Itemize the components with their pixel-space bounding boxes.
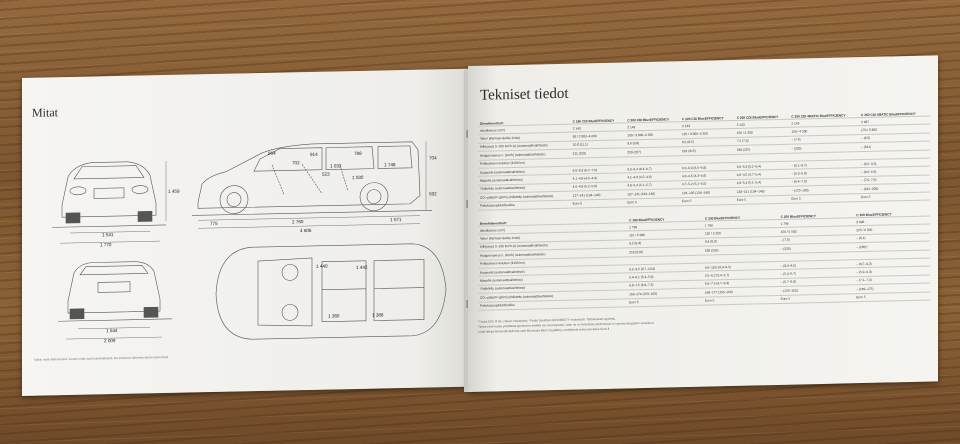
table-cell: Euro 5 [859,191,930,202]
right-page-notes: ¹Tiedot ECE R 85 -ohjeen mukaisesti. ²Ti… [478,310,928,335]
dim-704: 704 [429,155,437,160]
dim-964: 964 [268,151,276,156]
dim-702: 702 [292,160,300,165]
dim-1071: 1 071 [390,217,402,222]
dim-1032: 1 032 [330,163,342,168]
dim-rear-track: 1 544 [106,328,118,333]
dim-775: 775 [210,221,218,226]
row-label: Pakokaasupäästöluokka [478,199,571,211]
dim-rear-width: 2 009 [104,338,116,343]
dim-front-height: 1 459 [168,189,180,194]
table-cell: Euro 5 [778,293,855,304]
dim-length: 4 606 [300,228,312,233]
dim-1748: 1 748 [384,162,396,167]
binding-stitch [466,200,469,208]
dim-1388: 1 388 [372,312,384,317]
table-cell: Euro 5 [680,195,735,206]
dim-front-track: 1 541 [102,232,114,237]
dim-914: 914 [310,152,318,157]
dim-592: 592 [429,191,437,196]
dimension-drawings: 1 459 1 541 1 770 964 914 702 1 032 798 … [52,141,447,343]
table-cell: Euro 5 [854,291,930,302]
dim-798: 798 [354,151,362,156]
binding-stitch [466,130,469,138]
table-cell: Euro 5 [627,296,703,307]
side-view-drawing [192,141,432,216]
table-cell: Euro 5 [702,294,779,306]
table-cell: Euro 5 [570,198,626,209]
binding-stitch [466,300,469,308]
table-cell: Euro 5 [625,197,681,207]
right-page: Tekniset tiedot Dieselmoottorit C 180 CD… [468,55,938,393]
left-page: Mitat [22,68,470,397]
petrol-spec-table: Bensiinimoottorit C 180 BlueEFFICIENCY C… [478,205,930,311]
dim-1030: 1 030 [352,175,364,180]
top-view-drawing [215,243,447,340]
dim-wheelbase: 2 760 [292,219,304,224]
rear-view-drawing [58,261,172,322]
front-view-drawing [52,161,166,228]
dim-front-width: 1 770 [100,242,112,247]
table-cell: Euro 5 [734,194,790,205]
dim-1440: 1 440 [316,264,328,269]
diesel-spec-table: Dieselmoottorit C 180 CDI BlueEFFICIENCY… [478,105,930,211]
dim-1442: 1 442 [356,265,368,270]
dim-1380: 1 380 [328,313,340,318]
table-cell: Euro 5 [789,193,860,204]
dim-523: 523 [322,172,330,177]
right-page-title: Tekniset tiedot [480,85,569,104]
